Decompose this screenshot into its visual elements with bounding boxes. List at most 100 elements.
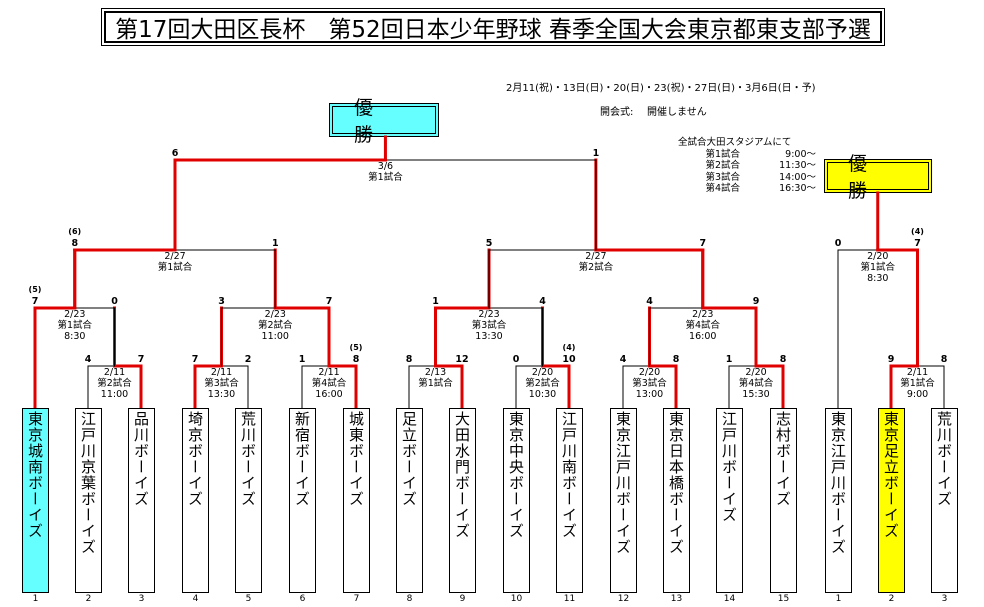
match-date: 2/11 <box>103 367 126 378</box>
team-seed-number: 1 <box>835 594 842 604</box>
team-box: 江戸川京葉ボーイズ <box>75 408 102 593</box>
match-date: 2/23 <box>692 309 714 320</box>
note-left: (5) <box>28 285 42 294</box>
score-right: 12 <box>455 354 469 365</box>
team-seed-number: 6 <box>299 594 306 604</box>
team-box: 東京城南ボーイズ <box>22 408 49 593</box>
match-game: 第1試合 <box>418 378 453 389</box>
score-left: 8 <box>405 354 413 365</box>
score-left: 1 <box>298 354 306 365</box>
team-seed-number: 3 <box>941 594 948 604</box>
team-name: 東京城南ボーイズ <box>26 411 44 539</box>
match-game: 第1試合 <box>157 262 193 273</box>
team-name: 埼京ボーイズ <box>186 411 204 507</box>
match-game: 第3試合 <box>204 378 239 389</box>
score-right: 8 <box>779 354 787 365</box>
schedule-game: 第3試合 <box>705 171 740 183</box>
team-box: 埼京ボーイズ <box>182 408 209 593</box>
note-right: (4) <box>562 343 576 352</box>
match-game: 第4試合 <box>738 378 774 389</box>
opening-ceremony-value: 開催しません <box>647 107 707 118</box>
score-left: 8 <box>71 238 79 249</box>
match-date: 2/23 <box>64 309 86 320</box>
team-name: 江戸川ボーイズ <box>720 411 738 523</box>
match-game: 第3試合 <box>632 378 667 389</box>
note-right: (5) <box>349 343 363 352</box>
team-seed-number: 11 <box>563 594 576 604</box>
match-date: 2/23 <box>478 309 500 320</box>
score-left: 7 <box>191 354 199 365</box>
team-seed-number: 8 <box>406 594 413 604</box>
match-time: 13:00 <box>635 389 664 400</box>
team-name: 東京江戸川ボーイズ <box>829 411 847 555</box>
team-name: 品川ボーイズ <box>132 411 150 507</box>
schedule-game: 第4試合 <box>705 183 740 194</box>
match-time: 8:30 <box>867 273 889 284</box>
score-left: 4 <box>646 296 653 307</box>
match-date: 2/23 <box>264 309 286 320</box>
team-name: 江戸川南ボーイズ <box>560 411 578 539</box>
team-box: 大田水門ボーイズ <box>449 408 476 593</box>
team-box: 東京中央ボーイズ <box>503 408 530 593</box>
team-name: 志村ボーイズ <box>774 411 792 507</box>
match-game: 第3試合 <box>471 320 507 331</box>
score-right: 8 <box>940 354 948 365</box>
match-game: 第4試合 <box>685 320 721 331</box>
score-left: 7 <box>31 296 39 307</box>
team-box: 東京江戸川ボーイズ <box>825 408 852 593</box>
team-name: 東京足立ボーイズ <box>882 411 900 539</box>
match-time: 15:30 <box>742 389 770 400</box>
score-right: 9 <box>752 296 760 307</box>
team-seed-number: 15 <box>777 594 790 604</box>
note-left: (6) <box>68 227 82 236</box>
score-right: 7 <box>137 354 145 365</box>
schedule-game: 第2試合 <box>705 160 740 171</box>
match-game: 第1試合 <box>368 172 403 183</box>
team-box: 新宿ボーイズ <box>289 408 316 593</box>
team-seed-number: 13 <box>670 594 683 604</box>
score-right: 10 <box>562 354 576 365</box>
score-left: 9 <box>887 354 895 365</box>
schedule-row: 第1試合 9:00～ <box>672 149 816 161</box>
score-left: 1 <box>432 296 439 307</box>
tournament-dates: 2月11(祝)・13日(日)・20(日)・23(祝)・27日(日)・3月6日(日… <box>506 83 816 94</box>
score-right: 1 <box>592 148 600 159</box>
team-box: 荒川ボーイズ <box>235 408 262 593</box>
score-right: 7 <box>914 238 921 249</box>
score-left: 0 <box>834 238 842 249</box>
match-date: 2/27 <box>164 251 186 262</box>
match-time: 10:30 <box>528 389 557 400</box>
score-left: 0 <box>512 354 520 365</box>
match-date: 2/20 <box>638 367 661 378</box>
match-game: 第4試合 <box>311 378 347 389</box>
match-game: 第2試合 <box>578 262 614 273</box>
match-time: 13:30 <box>475 331 503 342</box>
schedule-game: 第1試合 <box>705 148 740 160</box>
score-left: 4 <box>619 354 627 365</box>
team-box: 荒川ボーイズ <box>931 408 958 593</box>
match-date: 2/11 <box>318 367 340 378</box>
team-box: 東京江戸川ボーイズ <box>610 408 637 593</box>
team-name: 東京中央ボーイズ <box>507 411 525 539</box>
team-seed-number: 10 <box>510 594 523 604</box>
schedule-time: 9:00～ <box>785 148 816 160</box>
match-time: 9:00 <box>906 389 929 400</box>
schedule-heading: 全試合大田スタジアムにて <box>678 137 792 148</box>
match-time: 11:00 <box>100 389 129 400</box>
match-time: 16:00 <box>689 331 717 342</box>
team-seed-number: 9 <box>459 594 466 604</box>
